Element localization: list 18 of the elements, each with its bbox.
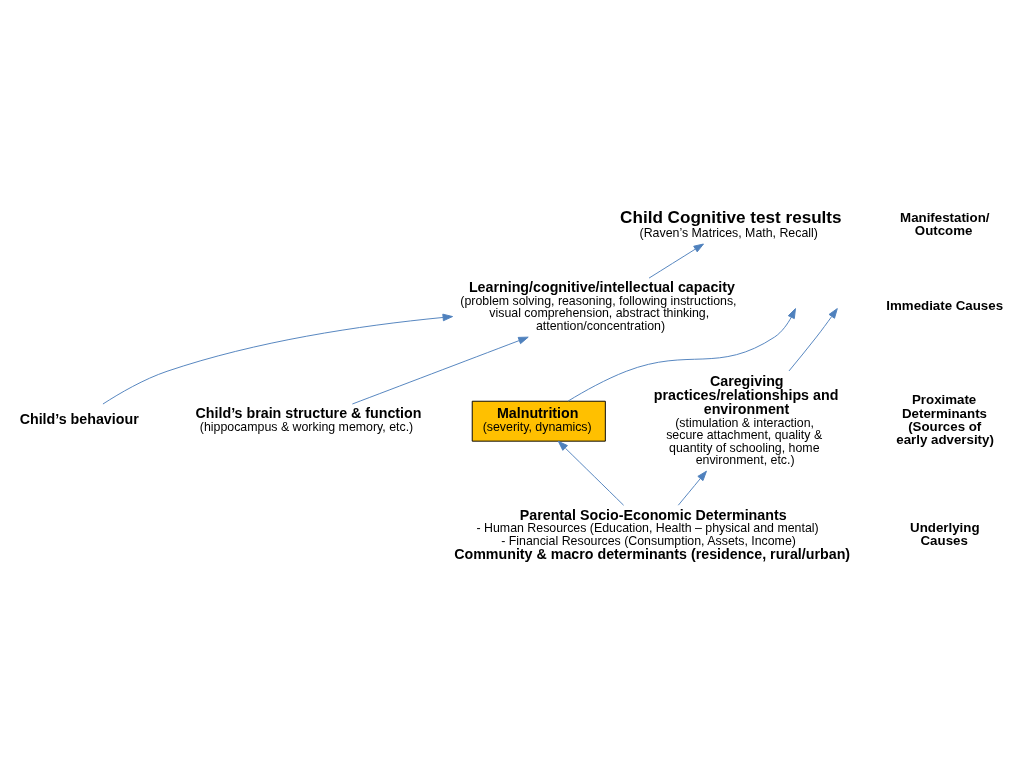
arrow [788,307,838,371]
node-text: Learning/cognitive/intellectual capacity (problem solving, reasoning, following instructions, visual comprehension, abstract thinking, attention/concentration) [460,278,737,333]
node-text: Parental Socio-Economic Determinants - Human Resources (Education, Health – physical and mental) - Financial Resources (Consumption, Assets, Income) Community & macro determinants (residence, rural/urban) [454,506,851,562]
node-text: Child’s brain structure & function (hippocampus & working memory, etc.) [195,404,422,434]
arrow [677,470,707,506]
label: Manifestation/ Outcome [900,209,990,238]
node-text: Child’s behaviour [19,410,139,427]
label: Proximate Determinants (Sources of early adversity) [896,391,994,447]
label: Underlying Causes [910,519,980,548]
label: Immediate Causes [886,297,1004,313]
arrow [648,243,704,279]
arrow [567,307,796,402]
node-text: Child Cognitive test results (Raven’s Matrices, Math, Recall) [620,207,842,240]
node-text: Caregiving practices/relationships and environment (stimulation & interaction, secure attachment, quality & quantity of schooling, home environment, etc.) [653,372,839,467]
arrow [102,313,454,404]
node-box: Malnutrition (severity, dynamics) [471,400,606,442]
arrow [557,440,625,506]
arrow [351,336,529,404]
